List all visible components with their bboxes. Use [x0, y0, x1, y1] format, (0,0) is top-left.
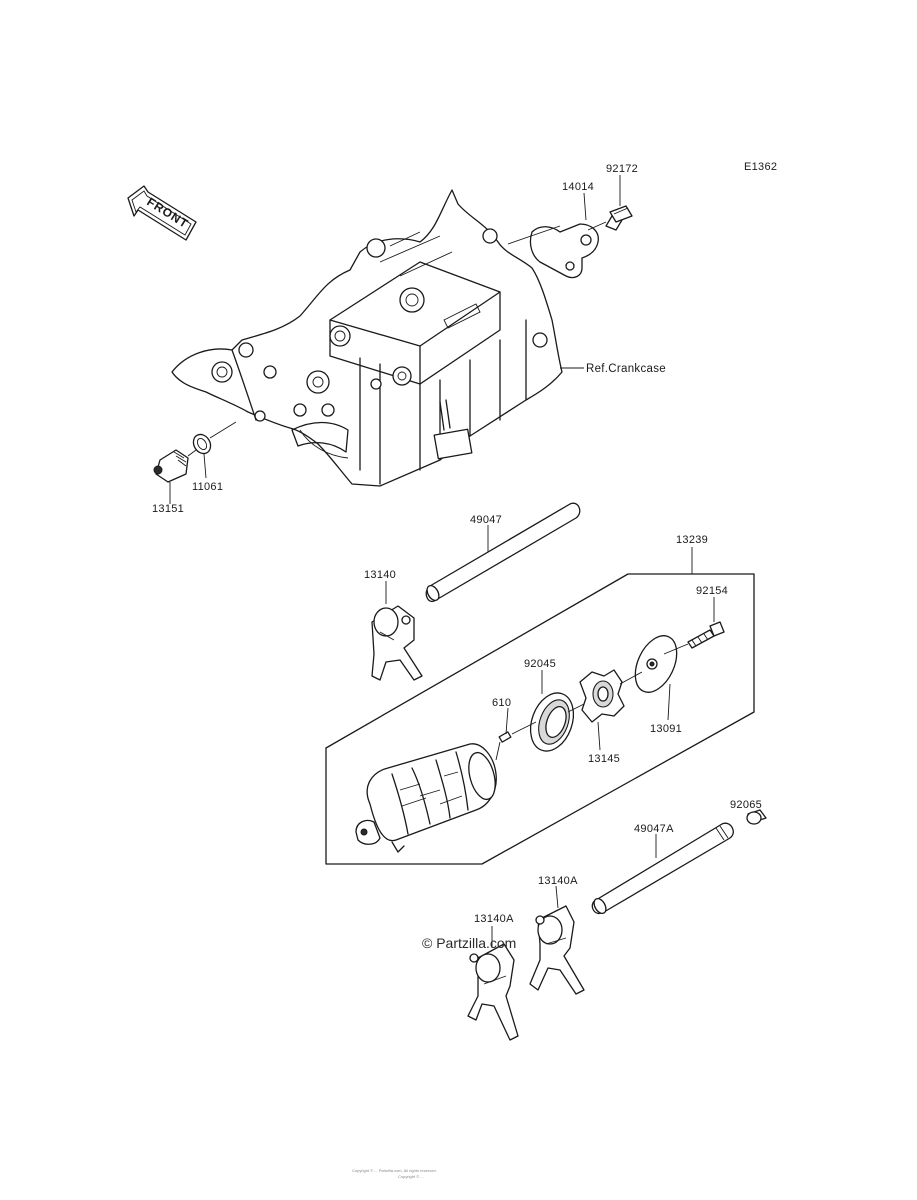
- front-arrow-icon: FRONT: [127, 185, 197, 241]
- part-92154-bolt: [687, 621, 725, 649]
- label-13140a-left: 13140A: [474, 913, 514, 925]
- label-13140a-right: 13140A: [538, 875, 578, 887]
- label-13151: 13151: [152, 503, 184, 515]
- part-92172-bolt: [605, 205, 633, 231]
- part-92045-bearing: [529, 692, 575, 752]
- label-13091: 13091: [650, 723, 682, 735]
- label-92154: 92154: [696, 585, 728, 597]
- footer-line-1: Copyright © ... Partzilla.com, All right…: [352, 1168, 437, 1173]
- diagram-code: E1362: [744, 161, 777, 173]
- label-13145: 13145: [588, 753, 620, 765]
- label-ref-crankcase: Ref.Crankcase: [586, 363, 666, 375]
- part-13091-plate: [634, 635, 678, 693]
- part-13140a-shift-fork-left: [467, 943, 519, 1041]
- label-92065: 92065: [730, 799, 762, 811]
- label-11061: 11061: [192, 481, 223, 493]
- leader-lines: [169, 175, 715, 948]
- part-49047-shaft: [425, 502, 581, 603]
- assembly-13239-outline: [325, 573, 755, 865]
- crankcase: [171, 189, 563, 487]
- part-11061-washer: [192, 433, 212, 455]
- watermark: © Partzilla.com: [422, 935, 516, 951]
- label-92172: 92172: [606, 163, 638, 175]
- label-610: 610: [492, 697, 511, 709]
- label-14014: 14014: [562, 181, 594, 193]
- part-13140a-shift-fork-right: [529, 905, 585, 995]
- part-49047a-shaft: [591, 822, 734, 915]
- part-14014-plate: [529, 223, 599, 279]
- part-92065-cap: [746, 809, 767, 825]
- part-610-pin: [498, 731, 512, 743]
- label-49047a: 49047A: [634, 823, 674, 835]
- label-92045: 92045: [524, 658, 556, 670]
- part-13145-star-segment: [579, 669, 625, 723]
- label-13239: 13239: [676, 534, 708, 546]
- label-49047: 49047: [470, 514, 502, 526]
- label-13140: 13140: [364, 569, 396, 581]
- part-13140-shift-fork: [371, 605, 423, 681]
- part-13151-switch: [153, 449, 189, 483]
- part-shift-drum: [355, 743, 497, 853]
- footer-line-2: Copyright © ...: [398, 1174, 424, 1179]
- part-labels: 92172 14014 Ref.Crankcase 13151 11061 49…: [152, 163, 762, 925]
